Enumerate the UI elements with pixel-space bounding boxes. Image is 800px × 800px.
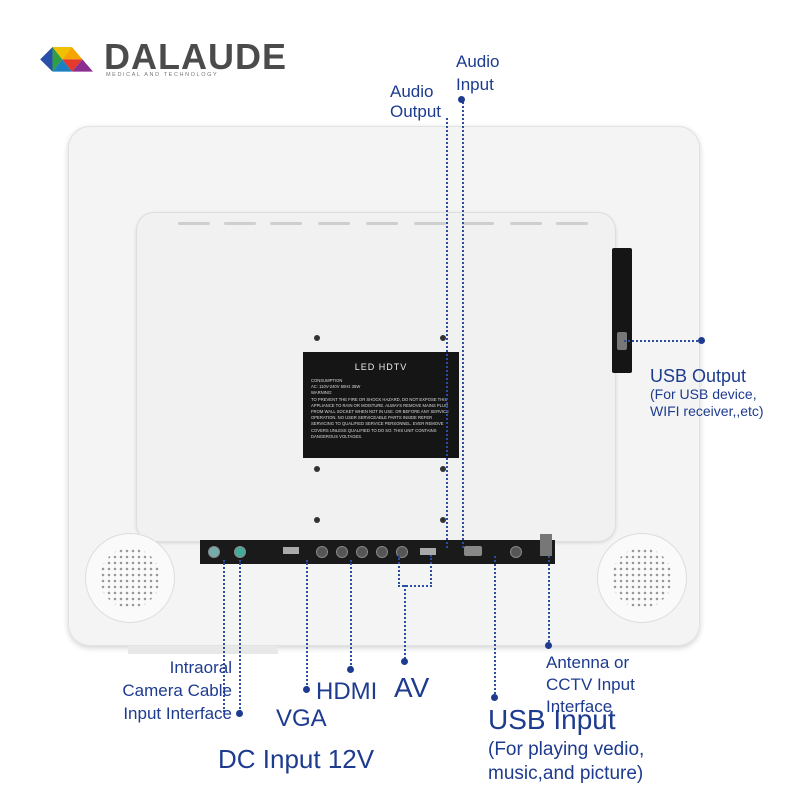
audio-in-port bbox=[336, 546, 348, 558]
av-bracket bbox=[398, 555, 432, 587]
screw bbox=[314, 335, 320, 341]
audio-output-line bbox=[446, 118, 448, 548]
hdmi-label: HDMI bbox=[316, 678, 378, 705]
vent bbox=[270, 222, 302, 225]
plate-title: LED HDTV bbox=[354, 362, 408, 372]
vent bbox=[414, 222, 446, 225]
rating-label: LED HDTV CONSUMPTION AC: 110V-240V 50Hz … bbox=[303, 352, 459, 458]
usb-input-label: USB Input bbox=[488, 704, 616, 735]
av-right-port bbox=[356, 546, 368, 558]
hdmi-port bbox=[420, 548, 436, 555]
right-speaker bbox=[598, 534, 686, 622]
usb-input-line bbox=[494, 556, 496, 698]
antenna-port bbox=[540, 534, 552, 556]
usb-output-sub: (For USB device, WIFI receiver,,etc) bbox=[650, 386, 764, 419]
bottom-ports-lip bbox=[128, 646, 278, 654]
vent bbox=[178, 222, 210, 225]
vent bbox=[462, 222, 494, 225]
av-left-port bbox=[376, 546, 388, 558]
usb-output-line bbox=[624, 340, 702, 342]
brand-tagline: MEDICAL AND TECHNOLOGY bbox=[106, 72, 219, 78]
intraoral-line-a bbox=[223, 560, 225, 712]
screw bbox=[440, 466, 446, 472]
usb-output-port bbox=[617, 332, 627, 350]
usb-input-port bbox=[283, 547, 299, 554]
dc-input-label: DC Input 12V bbox=[218, 744, 375, 774]
left-speaker bbox=[86, 534, 174, 622]
screw bbox=[314, 517, 320, 523]
usb-output-dot bbox=[698, 337, 705, 344]
dc-port bbox=[208, 546, 220, 558]
screw bbox=[440, 335, 446, 341]
audio-input-dot bbox=[458, 96, 465, 103]
audio-input-label: Audio Input bbox=[456, 52, 500, 94]
usb-output-label: USB Output bbox=[650, 366, 747, 386]
av-dot bbox=[401, 658, 408, 665]
usb-input-dot bbox=[491, 694, 498, 701]
plate-text: CONSUMPTION AC: 110V-240V 50Hz 35W WARNI… bbox=[311, 378, 449, 439]
antenna-dot bbox=[545, 642, 552, 649]
audio-out-port bbox=[316, 546, 328, 558]
vga-port bbox=[464, 546, 482, 556]
av-label: AV bbox=[394, 672, 430, 703]
side-usb-slot bbox=[612, 248, 632, 373]
intraoral-label: Intraoral Camera Cable Input Interface bbox=[122, 658, 232, 723]
hdmi-line bbox=[350, 560, 352, 668]
vent bbox=[366, 222, 398, 225]
dc12v-port bbox=[510, 546, 522, 558]
usb-input-sub: (For playing vedio, music,and picture) bbox=[488, 739, 645, 784]
intraoral-line-b bbox=[239, 560, 241, 712]
antenna-label: Antenna or CCTV Input Interface bbox=[546, 653, 635, 716]
vga-line bbox=[306, 560, 308, 688]
screw bbox=[440, 517, 446, 523]
vga-label: VGA bbox=[276, 705, 327, 732]
speaker-grille bbox=[100, 548, 160, 608]
screw bbox=[314, 466, 320, 472]
intraoral-dot bbox=[236, 710, 243, 717]
vent bbox=[224, 222, 256, 225]
brand-name: DALAUDE bbox=[104, 36, 287, 77]
vga-dot bbox=[303, 686, 310, 693]
speaker-grille bbox=[612, 548, 672, 608]
av-line bbox=[404, 585, 406, 663]
antenna-line bbox=[548, 556, 550, 646]
hdmi-dot bbox=[347, 666, 354, 673]
brand-logo-icon bbox=[40, 47, 93, 72]
vent bbox=[318, 222, 350, 225]
vent bbox=[510, 222, 542, 225]
audio-output-label: Audio Output bbox=[390, 82, 442, 121]
audio-input-line bbox=[462, 102, 464, 548]
camera-port bbox=[234, 546, 246, 558]
vent bbox=[556, 222, 588, 225]
